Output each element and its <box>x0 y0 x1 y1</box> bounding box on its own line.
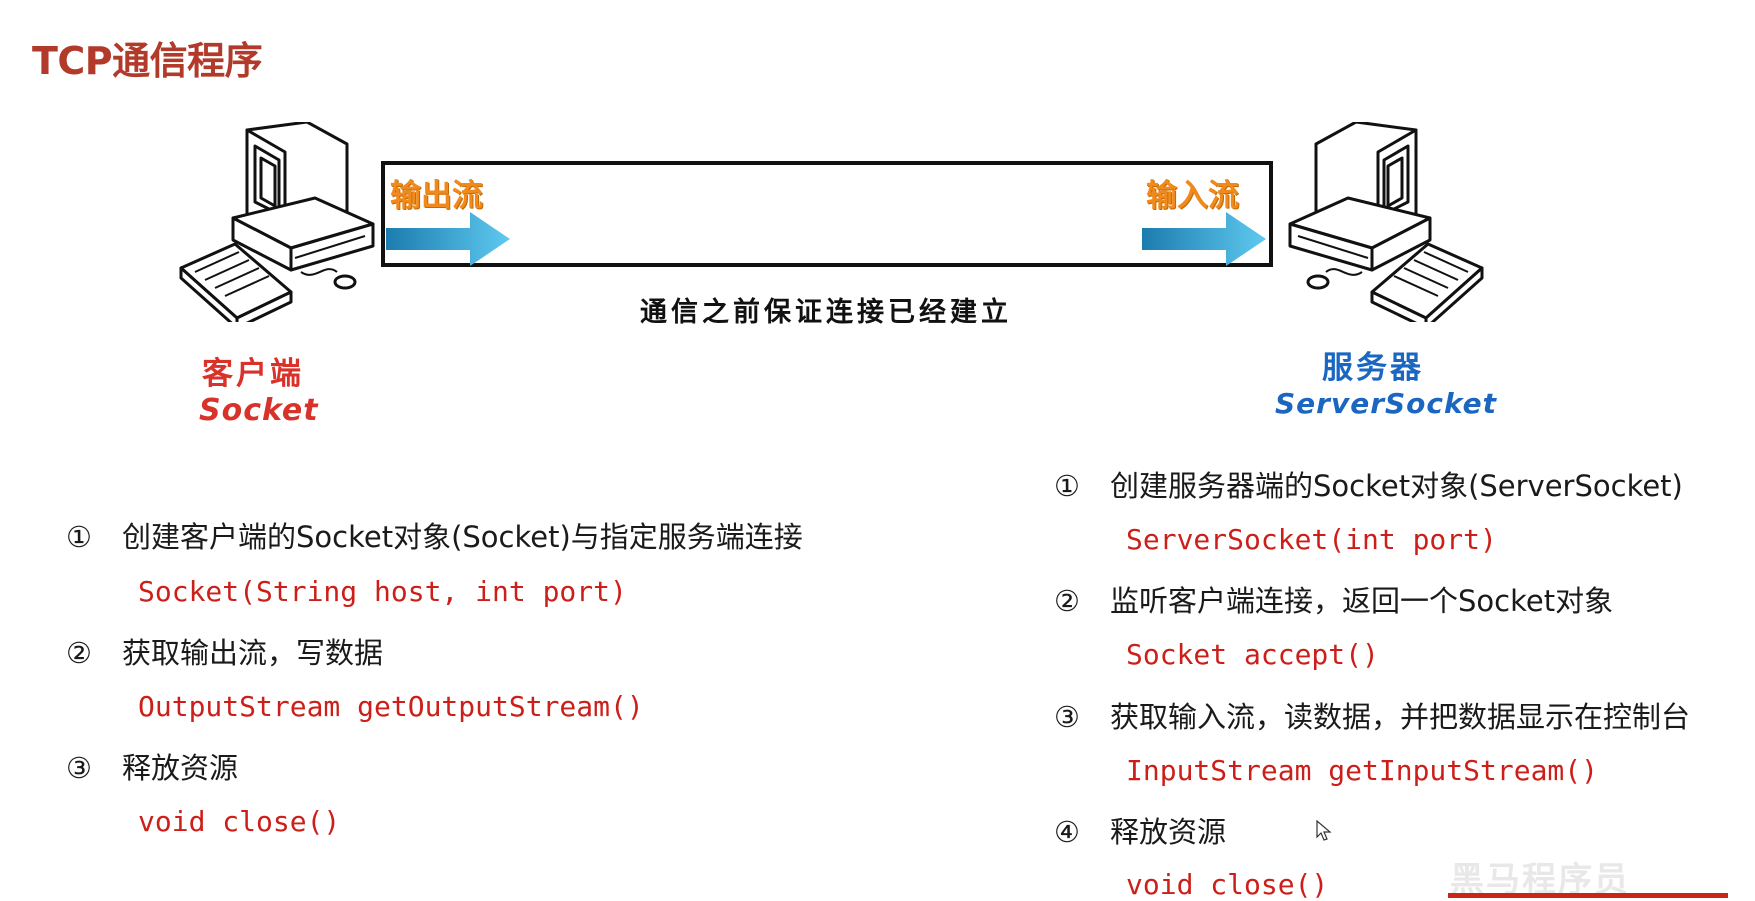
client-class-label: Socket <box>199 393 319 428</box>
server-step-3: ③ 获取输入流，读数据，并把数据显示在控制台 <box>1054 694 1690 736</box>
server-step-2: ② 监听客户端连接，返回一个Socket对象 <box>1054 578 1613 620</box>
mouse-cursor-icon <box>1316 820 1332 841</box>
step-text: 监听客户端连接，返回一个Socket对象 <box>1110 584 1614 618</box>
input-stream-arrow-icon <box>1142 212 1266 266</box>
client-step-1-code: Socket(String host, int port) <box>138 575 627 608</box>
server-step-1-code: ServerSocket(int port) <box>1126 523 1497 556</box>
client-step-1: ① 创建客户端的Socket对象(Socket)与指定服务端连接 <box>66 514 803 556</box>
page-title: TCP通信程序 <box>32 39 263 83</box>
step-number: ④ <box>1054 815 1080 849</box>
bottom-accent-bar <box>1448 893 1728 898</box>
client-step-2: ② 获取输出流，写数据 <box>66 630 383 672</box>
client-computer-icon <box>179 122 375 322</box>
client-step-3: ③ 释放资源 <box>66 745 238 787</box>
step-number: ③ <box>1054 700 1080 734</box>
step-number: ② <box>66 636 92 670</box>
connection-note: 通信之前保证连接已经建立 <box>640 297 1012 328</box>
server-step-3-code: InputStream getInputStream() <box>1126 754 1599 787</box>
server-class-label: ServerSocket <box>1275 387 1498 420</box>
client-step-3-code: void close() <box>138 805 341 838</box>
step-text: 获取输出流，写数据 <box>122 636 384 670</box>
client-step-2-code: OutputStream getOutputStream() <box>138 690 644 723</box>
connection-pipe <box>381 161 1273 267</box>
client-label: 客户端 <box>202 356 304 392</box>
input-stream-label: 输入流 <box>1146 178 1239 214</box>
server-step-4: ④ 释放资源 <box>1054 809 1226 851</box>
step-number: ② <box>1054 584 1080 618</box>
server-step-1: ① 创建服务器端的Socket对象(ServerSocket) <box>1054 463 1683 505</box>
output-stream-arrow-icon <box>386 212 510 266</box>
server-computer-icon <box>1288 122 1484 322</box>
step-text: 创建客户端的Socket对象(Socket)与指定服务端连接 <box>122 520 803 554</box>
step-text: 释放资源 <box>122 751 239 785</box>
server-step-4-code: void close() <box>1126 868 1329 901</box>
step-number: ① <box>66 520 92 554</box>
server-label: 服务器 <box>1322 350 1424 386</box>
step-number: ③ <box>66 751 92 785</box>
step-number: ① <box>1054 469 1080 503</box>
output-stream-label: 输出流 <box>390 178 483 214</box>
step-text: 释放资源 <box>1110 815 1227 849</box>
step-text: 创建服务器端的Socket对象(ServerSocket) <box>1110 469 1683 503</box>
step-text: 获取输入流，读数据，并把数据显示在控制台 <box>1110 700 1691 734</box>
server-step-2-code: Socket accept() <box>1126 638 1379 671</box>
